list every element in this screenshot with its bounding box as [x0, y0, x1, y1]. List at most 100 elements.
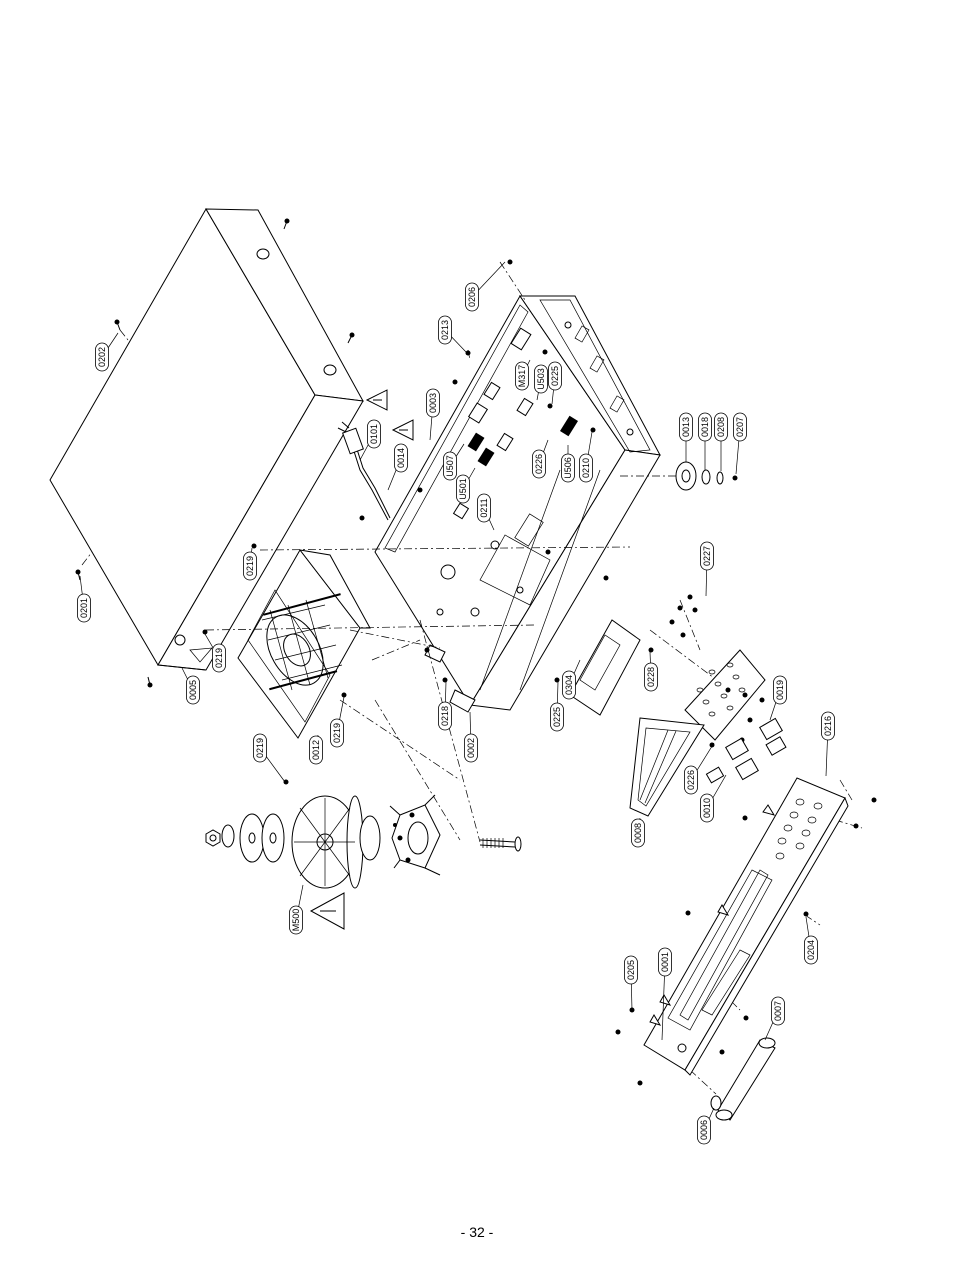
part-0002-callout: 0002 — [464, 711, 478, 763]
part-0213-callout: 0213 — [438, 315, 467, 353]
part-0207-label: 0207 — [735, 417, 745, 437]
part-0206-callout: 0206 — [465, 261, 506, 312]
part-0205-callout: 0205 — [624, 955, 638, 1011]
part-0225-a-callout: 0225 — [548, 361, 562, 405]
part-0018-label: 0018 — [700, 417, 710, 437]
part-m500-label: M500 — [291, 909, 301, 932]
part-0010-label: 0010 — [702, 798, 712, 818]
chassis — [374, 295, 661, 713]
caution-triangles — [309, 389, 414, 930]
part-0202-label: 0202 — [97, 347, 107, 367]
part-0211-label: 0211 — [479, 498, 489, 517]
part-0219-d-label: 0219 — [332, 723, 342, 743]
part-u503-label: U503 — [536, 368, 546, 390]
part-0219-c-label: 0219 — [255, 738, 265, 758]
switch-blocks — [705, 717, 787, 784]
part-0003-label: 0003 — [428, 393, 438, 413]
part-0218-label: 0218 — [440, 706, 450, 726]
part-0018-callout: 0018 — [698, 412, 712, 470]
part-0008-callout: 0008 — [631, 817, 645, 848]
part-0216-label: 0216 — [823, 716, 833, 736]
part-0206-label: 0206 — [467, 287, 477, 307]
display-window — [629, 717, 705, 817]
front-board — [569, 594, 766, 748]
part-0007-label: 0007 — [773, 1001, 783, 1021]
part-0226-b-callout: 0226 — [684, 742, 715, 795]
part-0013-callout: 0013 — [679, 412, 693, 462]
front-door — [710, 1037, 776, 1121]
part-0216-callout: 0216 — [821, 711, 835, 777]
part-u507-callout: U507 — [443, 443, 465, 481]
cooling-fan — [205, 794, 441, 889]
part-0208-callout: 0208 — [714, 412, 728, 471]
part-0204-callout: 0204 — [804, 916, 818, 965]
part-0201-callout: 0201 — [77, 575, 91, 623]
long-screw — [479, 836, 522, 852]
cover-screws — [75, 218, 355, 688]
part-0014-callout: 0014 — [387, 443, 408, 491]
part-0228-callout: 0228 — [644, 651, 658, 692]
part-0225-b-callout: 0225 — [550, 681, 564, 732]
part-0012-label: 0012 — [311, 740, 321, 760]
part-0006-callout: 0006 — [697, 1107, 715, 1145]
part-0219-d-callout: 0219 — [330, 696, 345, 748]
part-0204-label: 0204 — [806, 940, 816, 960]
front-panel — [615, 777, 877, 1086]
part-0001-label: 0001 — [660, 952, 670, 972]
part-0304-callout: 0304 — [562, 659, 581, 700]
part-0228-label: 0228 — [646, 667, 656, 687]
part-0010-callout: 0010 — [700, 774, 727, 823]
part-0003-callout: 0003 — [426, 388, 440, 441]
chassis-screws — [202, 259, 738, 785]
part-0226-b-label: 0226 — [686, 770, 696, 790]
part-0001-callout: 0001 — [658, 947, 672, 1041]
power-cord — [337, 421, 391, 521]
part-0304-label: 0304 — [564, 675, 574, 695]
part-m500-callout: M500 — [289, 884, 304, 935]
part-0007-callout: 0007 — [764, 996, 785, 1041]
part-0227-callout: 0227 — [700, 541, 714, 597]
part-0219-c-callout: 0219 — [253, 733, 286, 783]
part-0101-callout: 0101 — [359, 419, 381, 461]
part-0019-label: 0019 — [775, 680, 785, 700]
part-0005-label: 0005 — [188, 680, 198, 700]
part-0202-callout: 0202 — [95, 332, 119, 372]
part-0006-label: 0006 — [699, 1120, 709, 1140]
part-0226-a-label: 0226 — [534, 454, 544, 474]
part-u507-label: U507 — [445, 455, 455, 477]
part-0210-callout: 0210 — [579, 431, 593, 483]
page-number: - 32 - — [460, 1224, 494, 1240]
part-0219-a-label: 0219 — [245, 556, 255, 576]
disc-loader — [237, 549, 371, 739]
part-u501-label: U501 — [458, 478, 468, 500]
part-0213-label: 0213 — [440, 320, 450, 340]
part-0002-label: 0002 — [466, 738, 476, 758]
part-0225-b-label: 0225 — [552, 707, 562, 727]
part-u503-callout: U503 — [534, 364, 548, 401]
part-0218-callout: 0218 — [438, 681, 452, 731]
part-0226-a-callout: 0226 — [532, 439, 549, 479]
foot-assembly — [675, 461, 724, 491]
part-u506-callout: U506 — [561, 445, 575, 483]
part-0219-b-callout: 0219 — [204, 633, 226, 673]
part-0013-label: 0013 — [681, 417, 691, 437]
part-0210-label: 0210 — [581, 458, 591, 478]
part-0219-a-callout: 0219 — [243, 547, 257, 581]
part-0012-callout: 0012 — [309, 734, 323, 765]
part-0019-callout: 0019 — [769, 675, 787, 721]
part-0101-label: 0101 — [369, 424, 379, 444]
part-m317-callout: M317 — [515, 359, 531, 391]
part-0201-label: 0201 — [79, 598, 89, 618]
part-0008-label: 0008 — [633, 823, 643, 843]
part-u506-label: U506 — [563, 457, 573, 479]
part-u501-callout: U501 — [456, 467, 476, 504]
part-0005-callout: 0005 — [181, 667, 200, 705]
part-0014-label: 0014 — [396, 448, 406, 468]
part-0211-callout: 0211 — [477, 493, 495, 531]
part-0205-label: 0205 — [626, 960, 636, 980]
part-0208-label: 0208 — [716, 417, 726, 437]
top-cover — [49, 208, 364, 671]
board-components — [452, 327, 579, 520]
part-m317-label: M317 — [517, 365, 527, 388]
